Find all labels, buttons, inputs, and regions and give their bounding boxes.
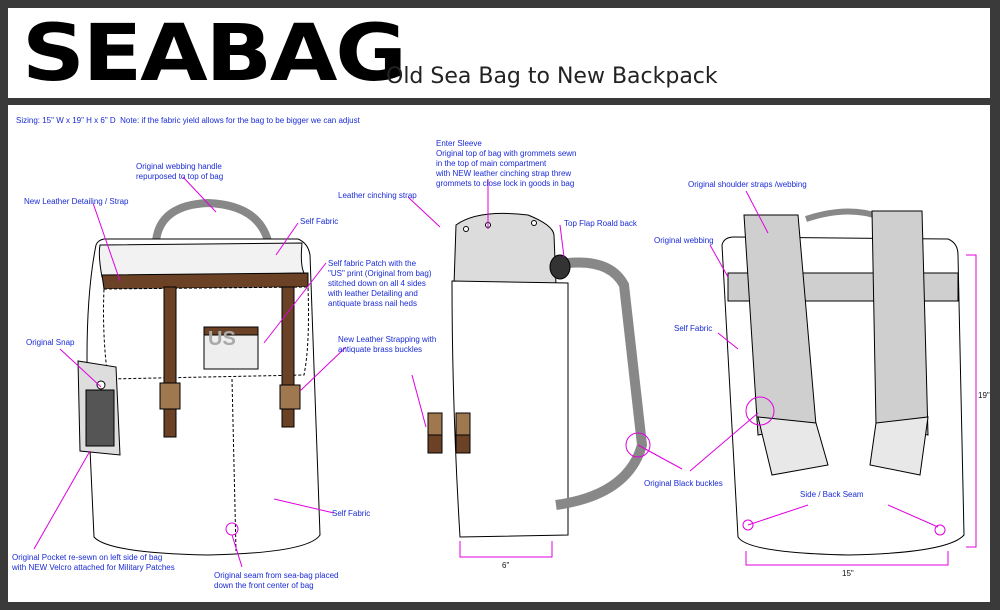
snap	[96, 380, 106, 390]
callout-webbing-handle: Original webbing handle repurposed to to…	[136, 162, 224, 181]
callout-self-fabric-patch: Self fabric Patch with the "US" print (O…	[328, 259, 432, 308]
callout-leaders	[33, 176, 939, 568]
enter-sleeve	[453, 212, 557, 286]
front-view	[77, 198, 321, 556]
side-view	[427, 212, 648, 538]
callout-leather-strapping: New Leather Strapping with antiquate bra…	[338, 335, 437, 354]
callout-shoulder-straps: Original shoulder straps /webbing	[688, 180, 807, 189]
side-body	[451, 280, 569, 538]
dimension-lines	[459, 254, 977, 566]
callout-enter-sleeve: Enter Sleeve Original top of bag with gr…	[436, 139, 577, 188]
callout-self-fabric-top: Self Fabric	[300, 217, 339, 226]
dimension-height: 19"	[978, 391, 990, 400]
sizing-note: Sizing: 15" W x 19" H x 6" D Note: if th…	[16, 116, 360, 125]
right-shoulder-strap	[871, 210, 929, 436]
callout-original-snap: Original Snap	[26, 338, 75, 347]
callout-original-webbing: Original webbing	[654, 236, 714, 245]
back-view	[721, 208, 965, 556]
buckle-right	[279, 384, 301, 410]
callout-original-black-buckles: Original Black buckles	[644, 479, 723, 488]
webbing-handle	[152, 198, 272, 243]
callout-leather-cinching: Leather cinching strap	[338, 191, 417, 200]
callout-original-seam: Original seam from sea-bag placed down t…	[214, 571, 339, 590]
dimension-width: 15"	[842, 569, 854, 578]
callout-self-fabric-bottom: Self Fabric	[332, 509, 371, 518]
callout-top-flap: Top Flap Roald back	[564, 219, 637, 228]
tech-drawing-panel: Sizing: 15" W x 19" H x 6" D Note: if th…	[8, 105, 990, 602]
patch-print: US	[208, 328, 236, 350]
center-seam	[231, 378, 237, 552]
dimension-depth: 6"	[502, 561, 510, 570]
leather-strap-left	[163, 286, 177, 438]
leather-strap	[101, 272, 309, 290]
callout-original-pocket: Original Pocket re-sewn on left side of …	[12, 553, 175, 572]
callout-leather-detailing: New Leather Detailing / Strap	[24, 197, 129, 206]
page-subtitle: Old Sea Bag to New Backpack	[386, 64, 718, 89]
header: SEABAG Old Sea Bag to New Backpack	[8, 8, 990, 98]
callout-side-back-seam: Side / Back Seam	[800, 490, 864, 499]
logo: SEABAG	[22, 9, 407, 99]
backpack-drawings	[33, 176, 977, 568]
side-shoulder-strap	[553, 257, 648, 510]
buckle-left	[159, 382, 181, 410]
callout-self-fabric-back: Self Fabric	[674, 324, 713, 333]
